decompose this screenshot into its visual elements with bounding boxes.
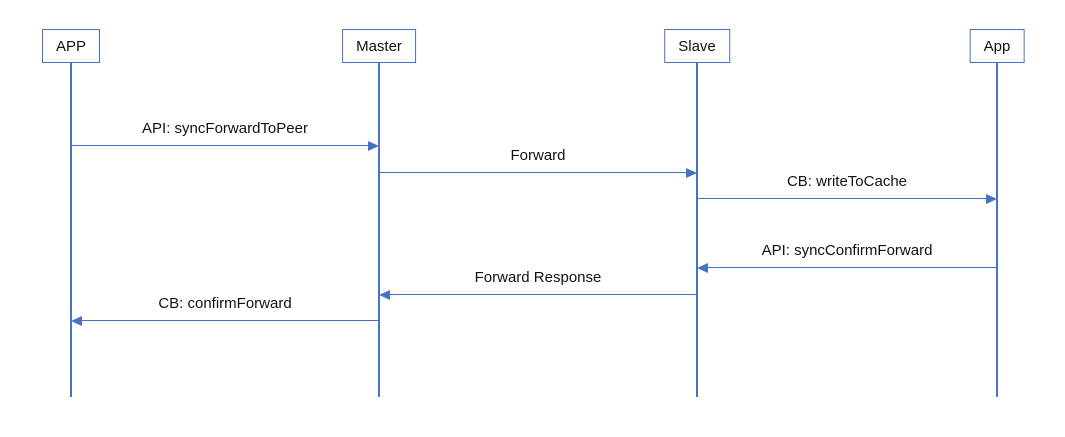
arrowhead-left-icon xyxy=(379,290,390,300)
lifeline-app-right xyxy=(996,63,998,397)
message-label: API: syncForwardToPeer xyxy=(142,120,308,137)
message-line xyxy=(388,294,697,296)
message-label: Forward xyxy=(510,147,566,164)
lifeline-slave xyxy=(696,63,698,397)
lifeline-app-left xyxy=(70,63,72,397)
message-label: CB: writeToCache xyxy=(786,173,908,190)
actor-box-slave: Slave xyxy=(664,29,730,63)
lifeline-master xyxy=(378,63,380,397)
actor-label: APP xyxy=(55,37,87,55)
actor-box-master: Master xyxy=(342,29,416,63)
actor-box-app-right: App xyxy=(969,29,1025,63)
actor-label: Slave xyxy=(678,37,716,55)
message-line xyxy=(379,172,688,174)
arrowhead-right-icon xyxy=(986,194,997,204)
message-line xyxy=(697,198,988,200)
arrowhead-right-icon xyxy=(368,141,379,151)
actor-box-app-left: APP xyxy=(41,29,101,63)
actor-label: App xyxy=(983,37,1011,55)
message-label: CB: confirmForward xyxy=(158,295,292,312)
arrowhead-left-icon xyxy=(697,263,708,273)
message-label: API: syncConfirmForward xyxy=(761,242,933,259)
actor-label: Master xyxy=(356,37,402,55)
arrowhead-right-icon xyxy=(686,168,697,178)
message-label: Forward Response xyxy=(474,269,602,286)
message-line xyxy=(80,320,379,322)
message-line xyxy=(706,267,997,269)
message-line xyxy=(71,145,370,147)
arrowhead-left-icon xyxy=(71,316,82,326)
